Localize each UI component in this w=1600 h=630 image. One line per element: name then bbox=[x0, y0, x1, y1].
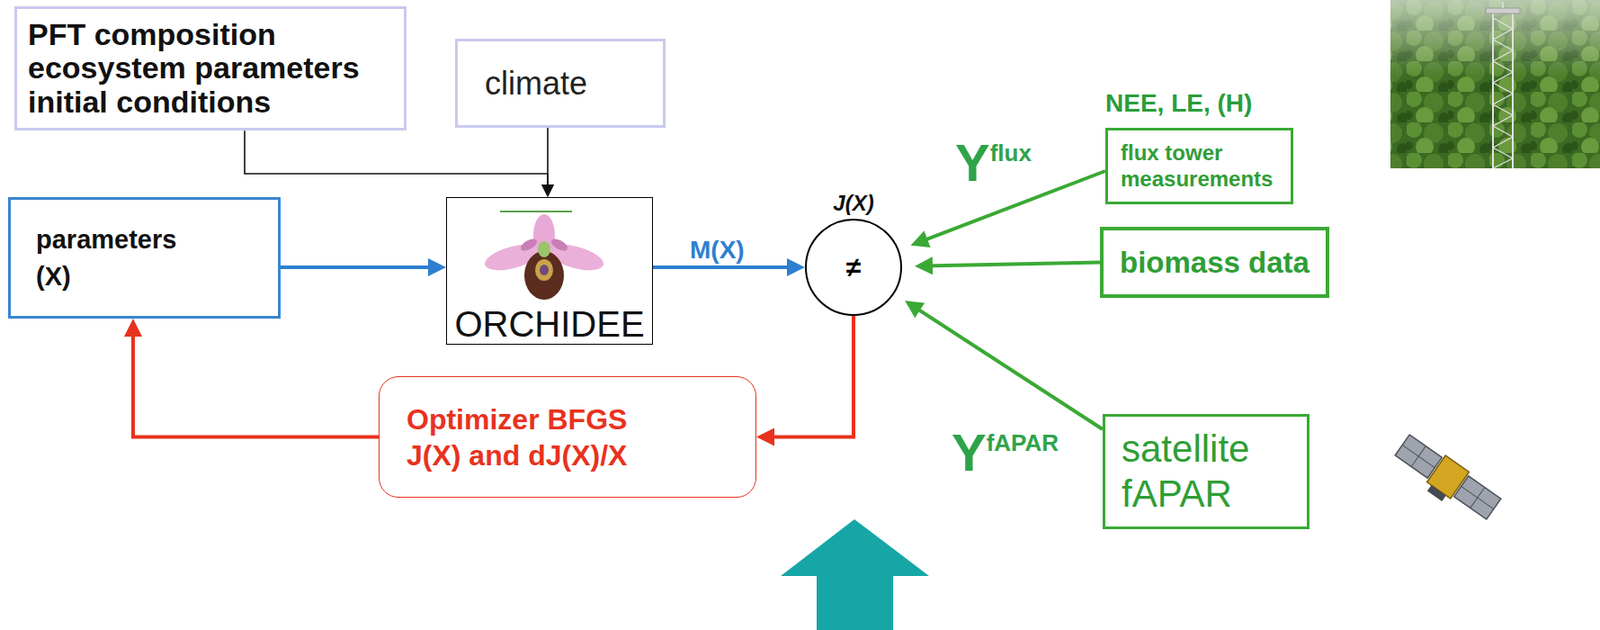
edge-label: Yflux bbox=[953, 140, 1034, 185]
forest-canopy bbox=[1390, 0, 1600, 169]
connector-arrow bbox=[280, 265, 438, 269]
connector-arrow bbox=[546, 127, 549, 191]
node-text: flux tower measurements bbox=[1120, 140, 1279, 193]
satellite-sensor bbox=[1427, 484, 1447, 501]
flux-tower bbox=[1485, 1, 1520, 169]
orchid-pattern bbox=[535, 259, 554, 281]
optimizer-box: Optimizer BFGSJ(X) and dJ(X)/X bbox=[378, 375, 757, 498]
node-text: Optimizer BFGS bbox=[406, 401, 729, 438]
input-box: climate bbox=[455, 38, 666, 128]
connector-arrow bbox=[923, 262, 1100, 267]
tower-platform bbox=[1485, 8, 1520, 14]
forest-photo bbox=[1390, 0, 1600, 169]
node-frame: ≠ bbox=[804, 218, 903, 316]
data-box: biomass data bbox=[1099, 226, 1330, 298]
panel-grid bbox=[1402, 444, 1435, 467]
node-text: climate bbox=[484, 63, 636, 103]
node-text: PFT composition ecosystem parameters ini… bbox=[27, 17, 388, 119]
panel-grid bbox=[1461, 485, 1494, 509]
circle-shape bbox=[805, 219, 902, 315]
node-text: ≠ bbox=[846, 253, 861, 281]
model-box: ORCHIDEE bbox=[446, 196, 653, 345]
parameter-box: parameters (X) bbox=[8, 196, 281, 319]
orchid-pattern bbox=[539, 264, 549, 276]
node-frame: flux tower measurements bbox=[1105, 127, 1294, 205]
connector-arrow bbox=[765, 315, 854, 438]
connector-arrow bbox=[652, 265, 796, 269]
orchid-column bbox=[537, 241, 551, 258]
orchid-petal bbox=[518, 236, 539, 254]
edge-label: YfAPAR bbox=[949, 429, 1061, 474]
node-text: biomass data bbox=[1119, 244, 1310, 281]
satellite-picture bbox=[1388, 431, 1503, 528]
orchid-lip bbox=[524, 250, 564, 300]
input-box: PFT composition ecosystem parameters ini… bbox=[14, 6, 407, 131]
sky-haze bbox=[1390, 0, 1600, 169]
orchid-petal bbox=[549, 236, 570, 254]
connector-arrow bbox=[244, 130, 548, 191]
node-text: ORCHIDEE bbox=[454, 305, 644, 342]
orchid-picture bbox=[482, 211, 607, 300]
tower-mast bbox=[1501, 1, 1504, 9]
node-text: satellite fAPAR bbox=[1121, 426, 1284, 518]
data-box: satellite fAPAR bbox=[1102, 413, 1310, 529]
node-text: NEE, LE, (H) bbox=[1105, 88, 1294, 119]
big-up-arrow bbox=[780, 518, 930, 630]
connector-arrow bbox=[133, 327, 379, 438]
node-text: parameters (X) bbox=[35, 221, 194, 295]
node-text: J(X) bbox=[832, 189, 874, 219]
stem-line bbox=[500, 210, 573, 213]
tower-leg bbox=[1511, 12, 1514, 169]
edge-label: M(X) bbox=[688, 237, 747, 263]
comparison-circle: J(X) ≠ bbox=[804, 189, 903, 316]
node-text: J(X) and dJ(X)/X bbox=[406, 437, 729, 474]
connector-arrow bbox=[911, 305, 1103, 430]
tower-leg bbox=[1492, 12, 1494, 169]
data-box: NEE, LE, (H) flux tower measurements bbox=[1105, 88, 1294, 205]
tower-brace bbox=[1492, 17, 1513, 169]
